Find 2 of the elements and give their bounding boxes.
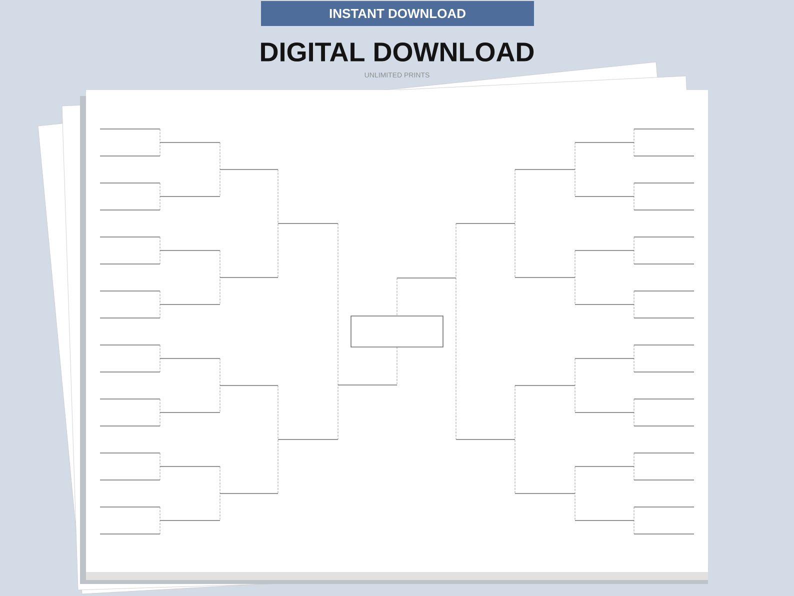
banner: INSTANT DOWNLOAD — [261, 1, 534, 26]
title: DIGITAL DOWNLOAD — [261, 42, 534, 62]
